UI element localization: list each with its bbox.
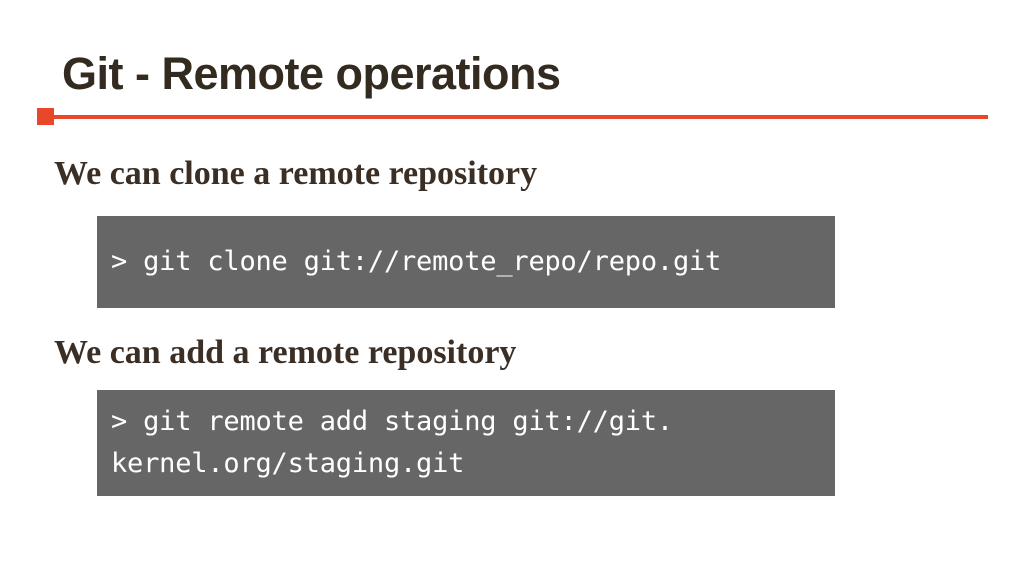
code-block-clone: > git clone git://remote_repo/repo.git	[97, 216, 835, 308]
title-accent-marker	[37, 108, 54, 125]
section-heading-clone: We can clone a remote repository	[54, 155, 538, 192]
code-block-add-remote: > git remote add staging git://git. kern…	[97, 390, 835, 496]
page-title: Git - Remote operations	[62, 48, 561, 99]
code-line: > git remote add staging git://git.	[111, 406, 673, 437]
section-heading-add-remote: We can add a remote repository	[54, 334, 517, 371]
code-line: > git clone git://remote_repo/repo.git	[111, 246, 722, 277]
code-line: kernel.org/staging.git	[111, 448, 465, 479]
title-divider-rule	[48, 115, 988, 119]
